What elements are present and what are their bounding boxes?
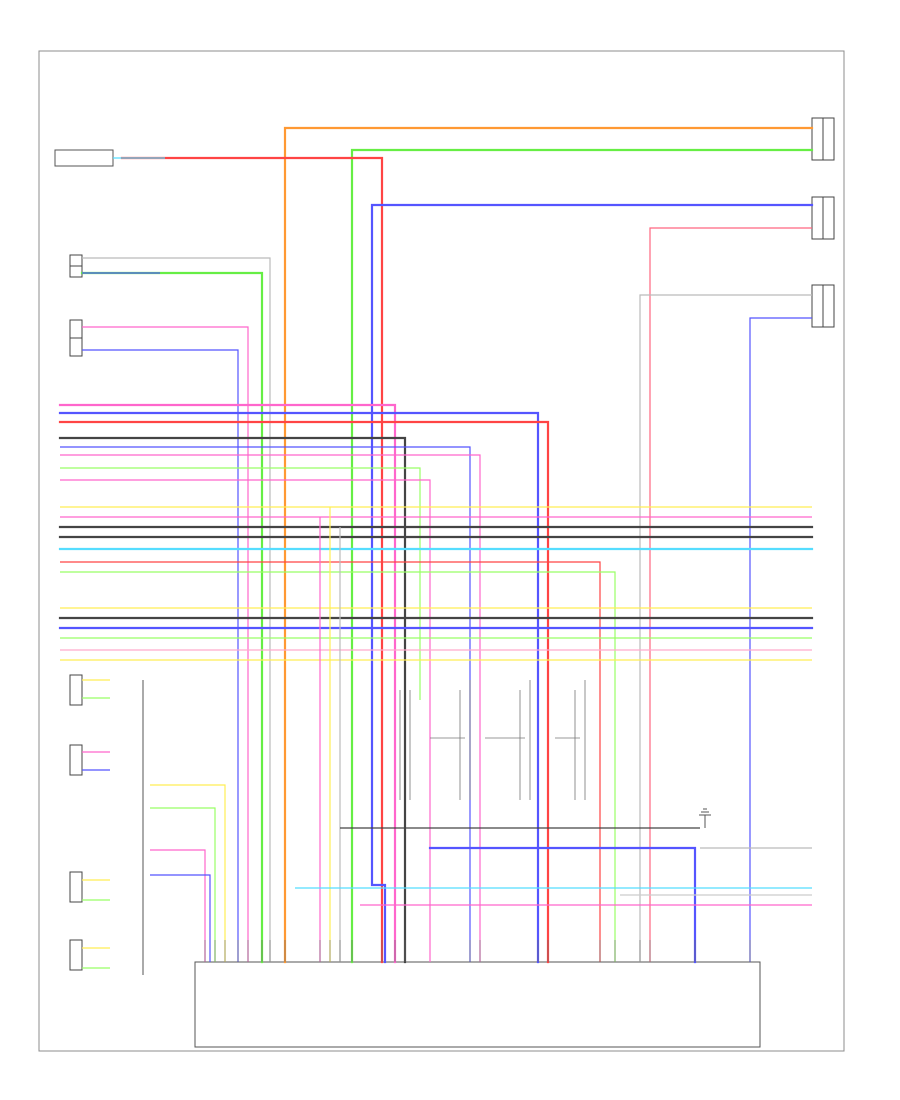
component-left-rear-door-speaker — [69, 744, 83, 776]
page-footer — [40, 1043, 68, 1049]
wire-blue-left-front — [82, 349, 239, 962]
component-right-front-door-speaker — [811, 117, 835, 161]
component-right-tweeter — [811, 284, 835, 328]
wire-blue-low — [428, 846, 697, 964]
wire-gray-right-tweeter — [639, 294, 812, 962]
wire-woofer-blue — [150, 874, 211, 962]
wire-red-top — [120, 156, 384, 964]
wire-pink-left-front — [82, 326, 249, 962]
component-antenna-top-left — [54, 149, 122, 167]
amplifier-pin-stubs — [204, 940, 751, 962]
wire-pink-right-rear — [649, 227, 812, 962]
component-amplifier — [194, 961, 761, 1048]
component-right-rear-tweeter — [69, 871, 83, 903]
wire-green-top — [350, 148, 814, 964]
diagram-frame — [38, 50, 845, 1052]
wire-woofer-green — [150, 807, 216, 962]
ground-symbol — [699, 808, 711, 828]
harness-group-1 — [58, 403, 550, 964]
wire-orange-top — [283, 126, 814, 964]
splice-marks — [399, 680, 586, 800]
wire-blue-right-tweeter — [749, 317, 812, 962]
component-left-tweeter — [69, 254, 83, 278]
component-left-rear-tweeter — [69, 939, 83, 971]
wire-woofer-pink — [150, 849, 206, 962]
component-right-rear-speaker — [69, 674, 83, 706]
harness-group-2 — [58, 506, 814, 962]
wire-gray-left-tweeter — [82, 257, 271, 962]
harness-group-3 — [58, 607, 814, 661]
wire-blue-right-rear — [370, 203, 814, 964]
component-left-front-door-speaker — [69, 319, 83, 357]
wire-woofer-yellow — [150, 784, 226, 962]
component-right-rear-door-speaker — [811, 196, 835, 240]
